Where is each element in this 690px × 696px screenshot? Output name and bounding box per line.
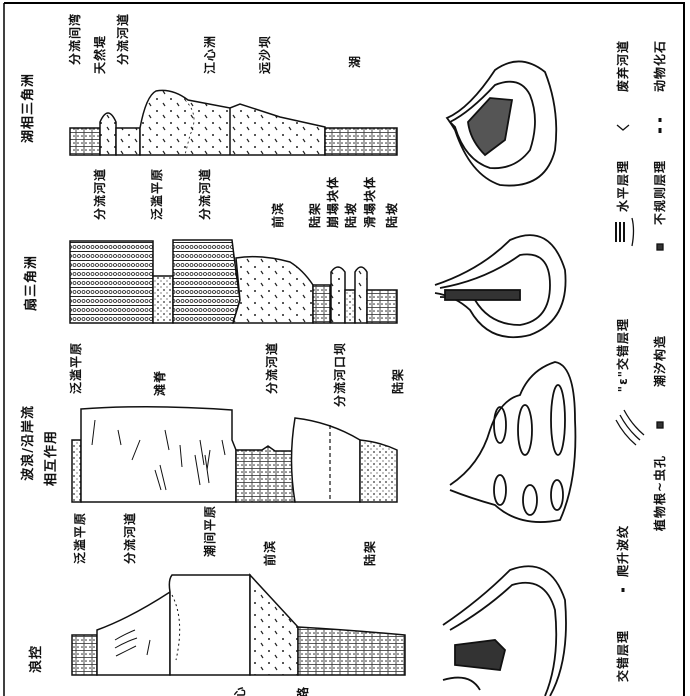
foreshore-sand (231, 255, 314, 324)
tidal-structure-icon (656, 421, 664, 429)
strata-block (366, 289, 398, 324)
label: 陆架 (391, 368, 405, 395)
legend-label-tidal-structure: 潮汐构造 (653, 335, 667, 388)
gravel-block (172, 239, 241, 324)
planform-wave-longshore (449, 361, 577, 523)
strata-block (115, 127, 141, 156)
cross-bedding-arcs-icon (615, 409, 645, 446)
intertidal-box (168, 574, 251, 676)
row-title-fan-delta: 扇三角洲 (24, 255, 39, 312)
label: 滩脊 (153, 370, 167, 397)
frame-border (4, 2, 685, 696)
label: 陆坡 (344, 202, 358, 229)
cross-bedding-marks (91, 419, 226, 491)
strata-block (71, 439, 82, 503)
label: 前滨 (263, 540, 277, 567)
profile-fan-delta (69, 239, 398, 324)
cut-off-label: 心 (233, 686, 247, 696)
legend-label-cross-bedding: 交错层理 (616, 630, 630, 683)
label: 分流河道 (198, 168, 212, 221)
label: 分流河道 (93, 168, 107, 221)
channel-fill (235, 445, 296, 503)
row-title-lacustrine-delta: 湖相三角洲 (21, 73, 36, 144)
bracket-icon (631, 217, 635, 247)
gravel-block (69, 240, 154, 324)
profile-wave-dominated (71, 573, 406, 676)
cut-off-label: 路 (296, 686, 310, 696)
levee-bump (99, 112, 117, 156)
label: 分流河道 (123, 512, 137, 565)
strata-block (324, 127, 398, 156)
label: 泛滥平原 (73, 512, 87, 565)
legend-label-plant-root-burrow: 植物根~虫孔 (653, 455, 667, 532)
profile-wave-longshore (71, 405, 398, 503)
shelf (359, 439, 398, 503)
planform-wave-dominated (442, 565, 567, 696)
row-title-wave-longshore: 波浪/沿岸流 (21, 405, 36, 481)
delta-planform-shapes (434, 60, 577, 696)
label: 湖 (348, 55, 362, 69)
label: 江心洲 (203, 35, 217, 75)
label: 陆架 (363, 540, 377, 567)
legend-label-climbing-ripple: 爬升波纹 (616, 525, 630, 578)
legend-label-irregular-bedding: 不规则层理 (653, 160, 667, 226)
horizontal-bedding-icon (615, 222, 625, 242)
legend-label-animal-fossil: 动物化石 (653, 40, 667, 93)
irregular-bedding-icon (656, 243, 664, 251)
label: 陆坡 (385, 202, 399, 229)
slump-column (330, 266, 346, 324)
label: 分流河道 (265, 342, 279, 395)
strata-block (69, 127, 101, 156)
planform-lacustrine (445, 60, 558, 187)
label: 分流河道 (116, 13, 130, 66)
label: 远沙坝 (258, 35, 272, 75)
legend-label-abandoned-channel: 废弃河道 (616, 40, 630, 93)
row-title-wave-longshore-2: 相互作用 (44, 430, 59, 487)
foreshore-slope (249, 573, 299, 676)
planform-fan-delta (434, 234, 567, 339)
label: 分流间湾 (68, 13, 82, 66)
label: 陆架 (308, 202, 322, 229)
row-title-wave-dominated: 浪控 (29, 645, 44, 674)
strata-block (71, 634, 98, 676)
channel-mound (139, 89, 326, 156)
profile-lacustrine-delta (69, 89, 398, 156)
label: 崩塌块体 (326, 176, 340, 229)
legend-label-epsilon-cross-bedding: "ε"交错层理 (616, 318, 630, 393)
label: 前滨 (271, 202, 285, 229)
beach-ridge (80, 405, 237, 503)
label: 泛滥平原 (150, 168, 164, 221)
label: 潮间平原 (203, 505, 217, 558)
shelf-strata (297, 626, 406, 676)
flood-plain-gap (152, 275, 174, 324)
label: 滑塌块体 (363, 176, 377, 229)
legend-icons (615, 118, 664, 592)
label: 天然堤 (93, 35, 107, 75)
mouth-bar (290, 417, 361, 503)
slump-column (354, 266, 368, 324)
label: 分流河口坝 (333, 342, 347, 408)
abandoned-channel-v-icon (616, 124, 630, 131)
flood-plain-slope (96, 590, 171, 676)
label: 泛滥平原 (69, 342, 83, 395)
legend-label-horizontal-bedding: 水平层理 (616, 160, 630, 213)
strata-block (312, 284, 331, 324)
